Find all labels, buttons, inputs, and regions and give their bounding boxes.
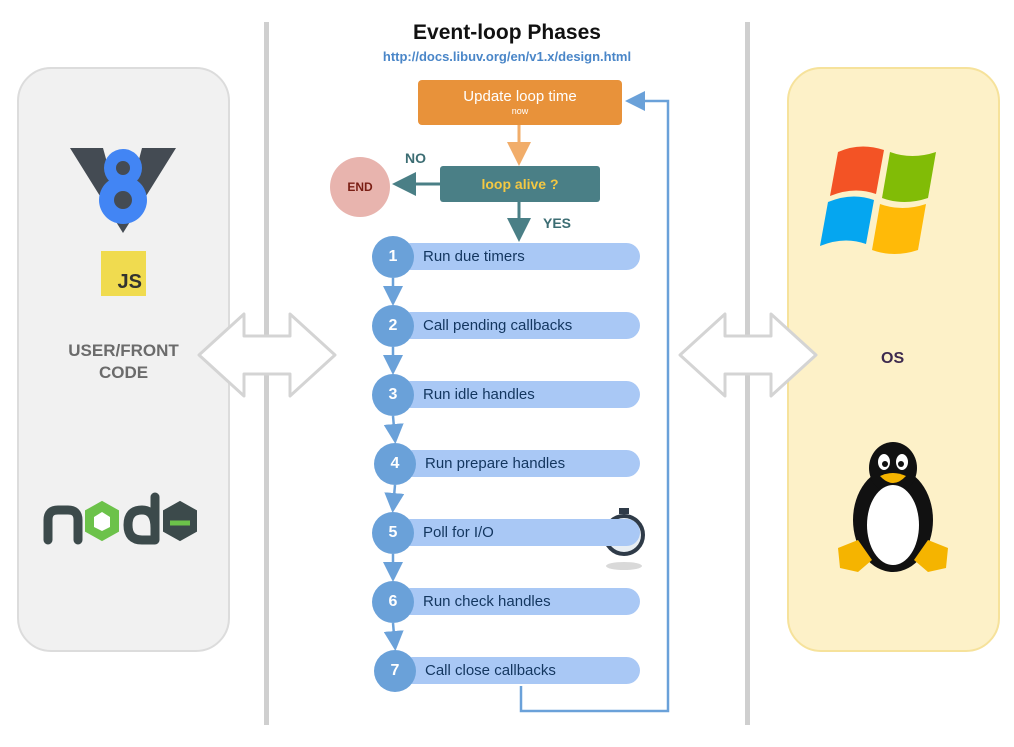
right-double-arrow-icon [678,312,818,398]
phase-5-number: 5 [372,512,414,554]
update-loop-time-node: Update loop time now [418,80,622,125]
nodejs-o-cutout [94,512,110,531]
no-label: NO [405,150,426,166]
phase-7-label: Call close callbacks [425,662,556,679]
javascript-badge-icon: JS [101,251,146,296]
phase-2-bar [397,312,640,339]
phase-6-number: 6 [372,581,414,623]
phase-arrow-6 [383,622,404,651]
phase-2-label: Call pending callbacks [423,317,573,334]
js-badge-text: JS [117,271,142,293]
phase-5-label: Poll for I/O [423,524,494,541]
phase-2-number: 2 [372,305,414,347]
yes-label: YES [543,215,572,231]
loop-alive-node: loop alive ? [440,166,600,202]
phase-1-number: 1 [372,236,414,278]
nodejs-logo-icon [43,492,197,545]
phase-arrow-3 [383,415,404,444]
phase-6-bar [397,588,640,615]
end-node: END [330,157,390,217]
user-code-label-line2: CODE [98,363,149,382]
phase-7-number: 7 [374,650,416,692]
phase-7-bar [399,657,640,684]
user-code-label: USER/FRONT CODE [17,340,230,384]
diagram-title: Event-loop Phases [413,21,601,44]
os-label: OS [881,350,905,367]
phase-1-label: Run due timers [423,248,525,265]
left-double-arrow-icon [197,312,337,398]
diagram-source-link[interactable]: http://docs.libuv.org/en/v1.x/design.htm… [382,49,632,64]
phase-4-number: 4 [374,443,416,485]
update-loop-time-label: Update loop time [463,88,577,105]
phase-3-label: Run idle handles [423,386,535,403]
phase-6-label: Run check handles [423,593,551,610]
phase-1-bar [397,243,640,270]
phase-3-bar [397,381,640,408]
v8-logo-icon [70,148,176,233]
linux-tux-icon [838,442,948,572]
phase-arrow-4 [384,484,405,513]
phase-4-label: Run prepare handles [425,455,566,472]
windows-logo-icon [820,146,936,254]
phase-3-number: 3 [372,374,414,416]
phase-4-bar [399,450,640,477]
update-loop-time-sublabel: now [511,106,529,116]
phase-connector-arrows [383,278,405,651]
user-code-label-line1: USER/FRONT [68,341,179,360]
phase-5-bar [397,519,640,546]
